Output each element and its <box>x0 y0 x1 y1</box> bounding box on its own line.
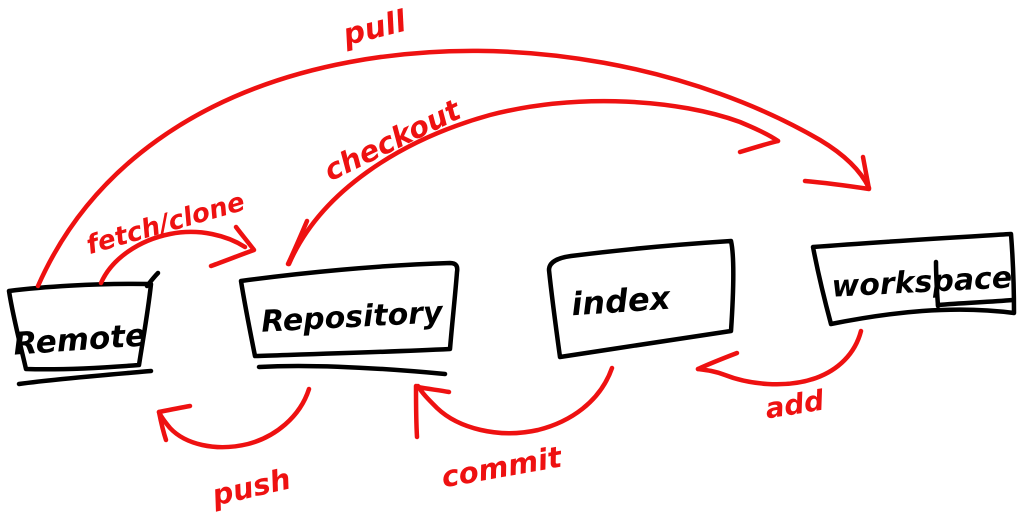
arrow-fetch-clone-label: fetch/clone <box>83 187 248 261</box>
arrow-commit <box>413 365 615 440</box>
node-workspace <box>810 231 1017 327</box>
node-index <box>546 238 736 360</box>
arrow-checkout-label: checkout <box>318 92 466 188</box>
node-workspace-inner-line <box>935 297 1016 308</box>
arrow-push <box>156 386 312 450</box>
arrow-checkout <box>286 98 781 267</box>
arrow-pull <box>35 48 872 289</box>
arrow-commit-label: commit <box>439 440 566 495</box>
node-repository-label: Repository <box>260 295 445 340</box>
arrow-fetch-clone-curve <box>98 229 248 286</box>
arrow-fetch-clone-slash <box>285 218 310 267</box>
node-remote-outline <box>6 281 154 372</box>
node-repository-outline <box>238 260 460 359</box>
arrow-checkout-head <box>737 138 781 155</box>
arrow-fetch-clone-head <box>208 224 257 269</box>
node-remote-tr-flick <box>144 270 161 289</box>
node-remote <box>6 270 161 387</box>
arrow-push-label: push <box>208 462 294 513</box>
node-index-label: index <box>570 279 673 324</box>
edge-labels: pull checkout fetch/clone push commit ad… <box>83 4 827 513</box>
node-boxes <box>6 231 1017 387</box>
node-repository-underline <box>256 363 448 377</box>
node-workspace-outline <box>810 231 1017 327</box>
arrow-pull-head <box>802 154 872 192</box>
arrow-commit-head <box>413 383 452 440</box>
node-remote-label: Remote <box>12 317 147 362</box>
arrow-add-curve <box>695 328 864 387</box>
arrow-add-label: add <box>763 383 827 425</box>
node-repository <box>238 260 460 377</box>
arrow-push-head <box>156 403 193 443</box>
arrow-fetch-clone <box>98 218 310 286</box>
arrow-push-curve <box>156 386 312 450</box>
node-workspace-inner-vertical <box>933 259 941 309</box>
arrow-add-head <box>695 350 740 372</box>
arrow-pull-label: pull <box>339 4 411 54</box>
node-labels: Remote Repository index workspace <box>12 260 1013 362</box>
node-remote-underline <box>16 368 154 387</box>
arrows <box>35 48 872 450</box>
arrow-pull-curve <box>35 48 872 289</box>
arrow-add <box>695 328 864 387</box>
node-index-outline <box>546 238 736 360</box>
arrow-checkout-curve <box>286 98 781 267</box>
node-workspace-label: workspace <box>831 260 1013 304</box>
arrow-commit-curve <box>415 365 615 436</box>
